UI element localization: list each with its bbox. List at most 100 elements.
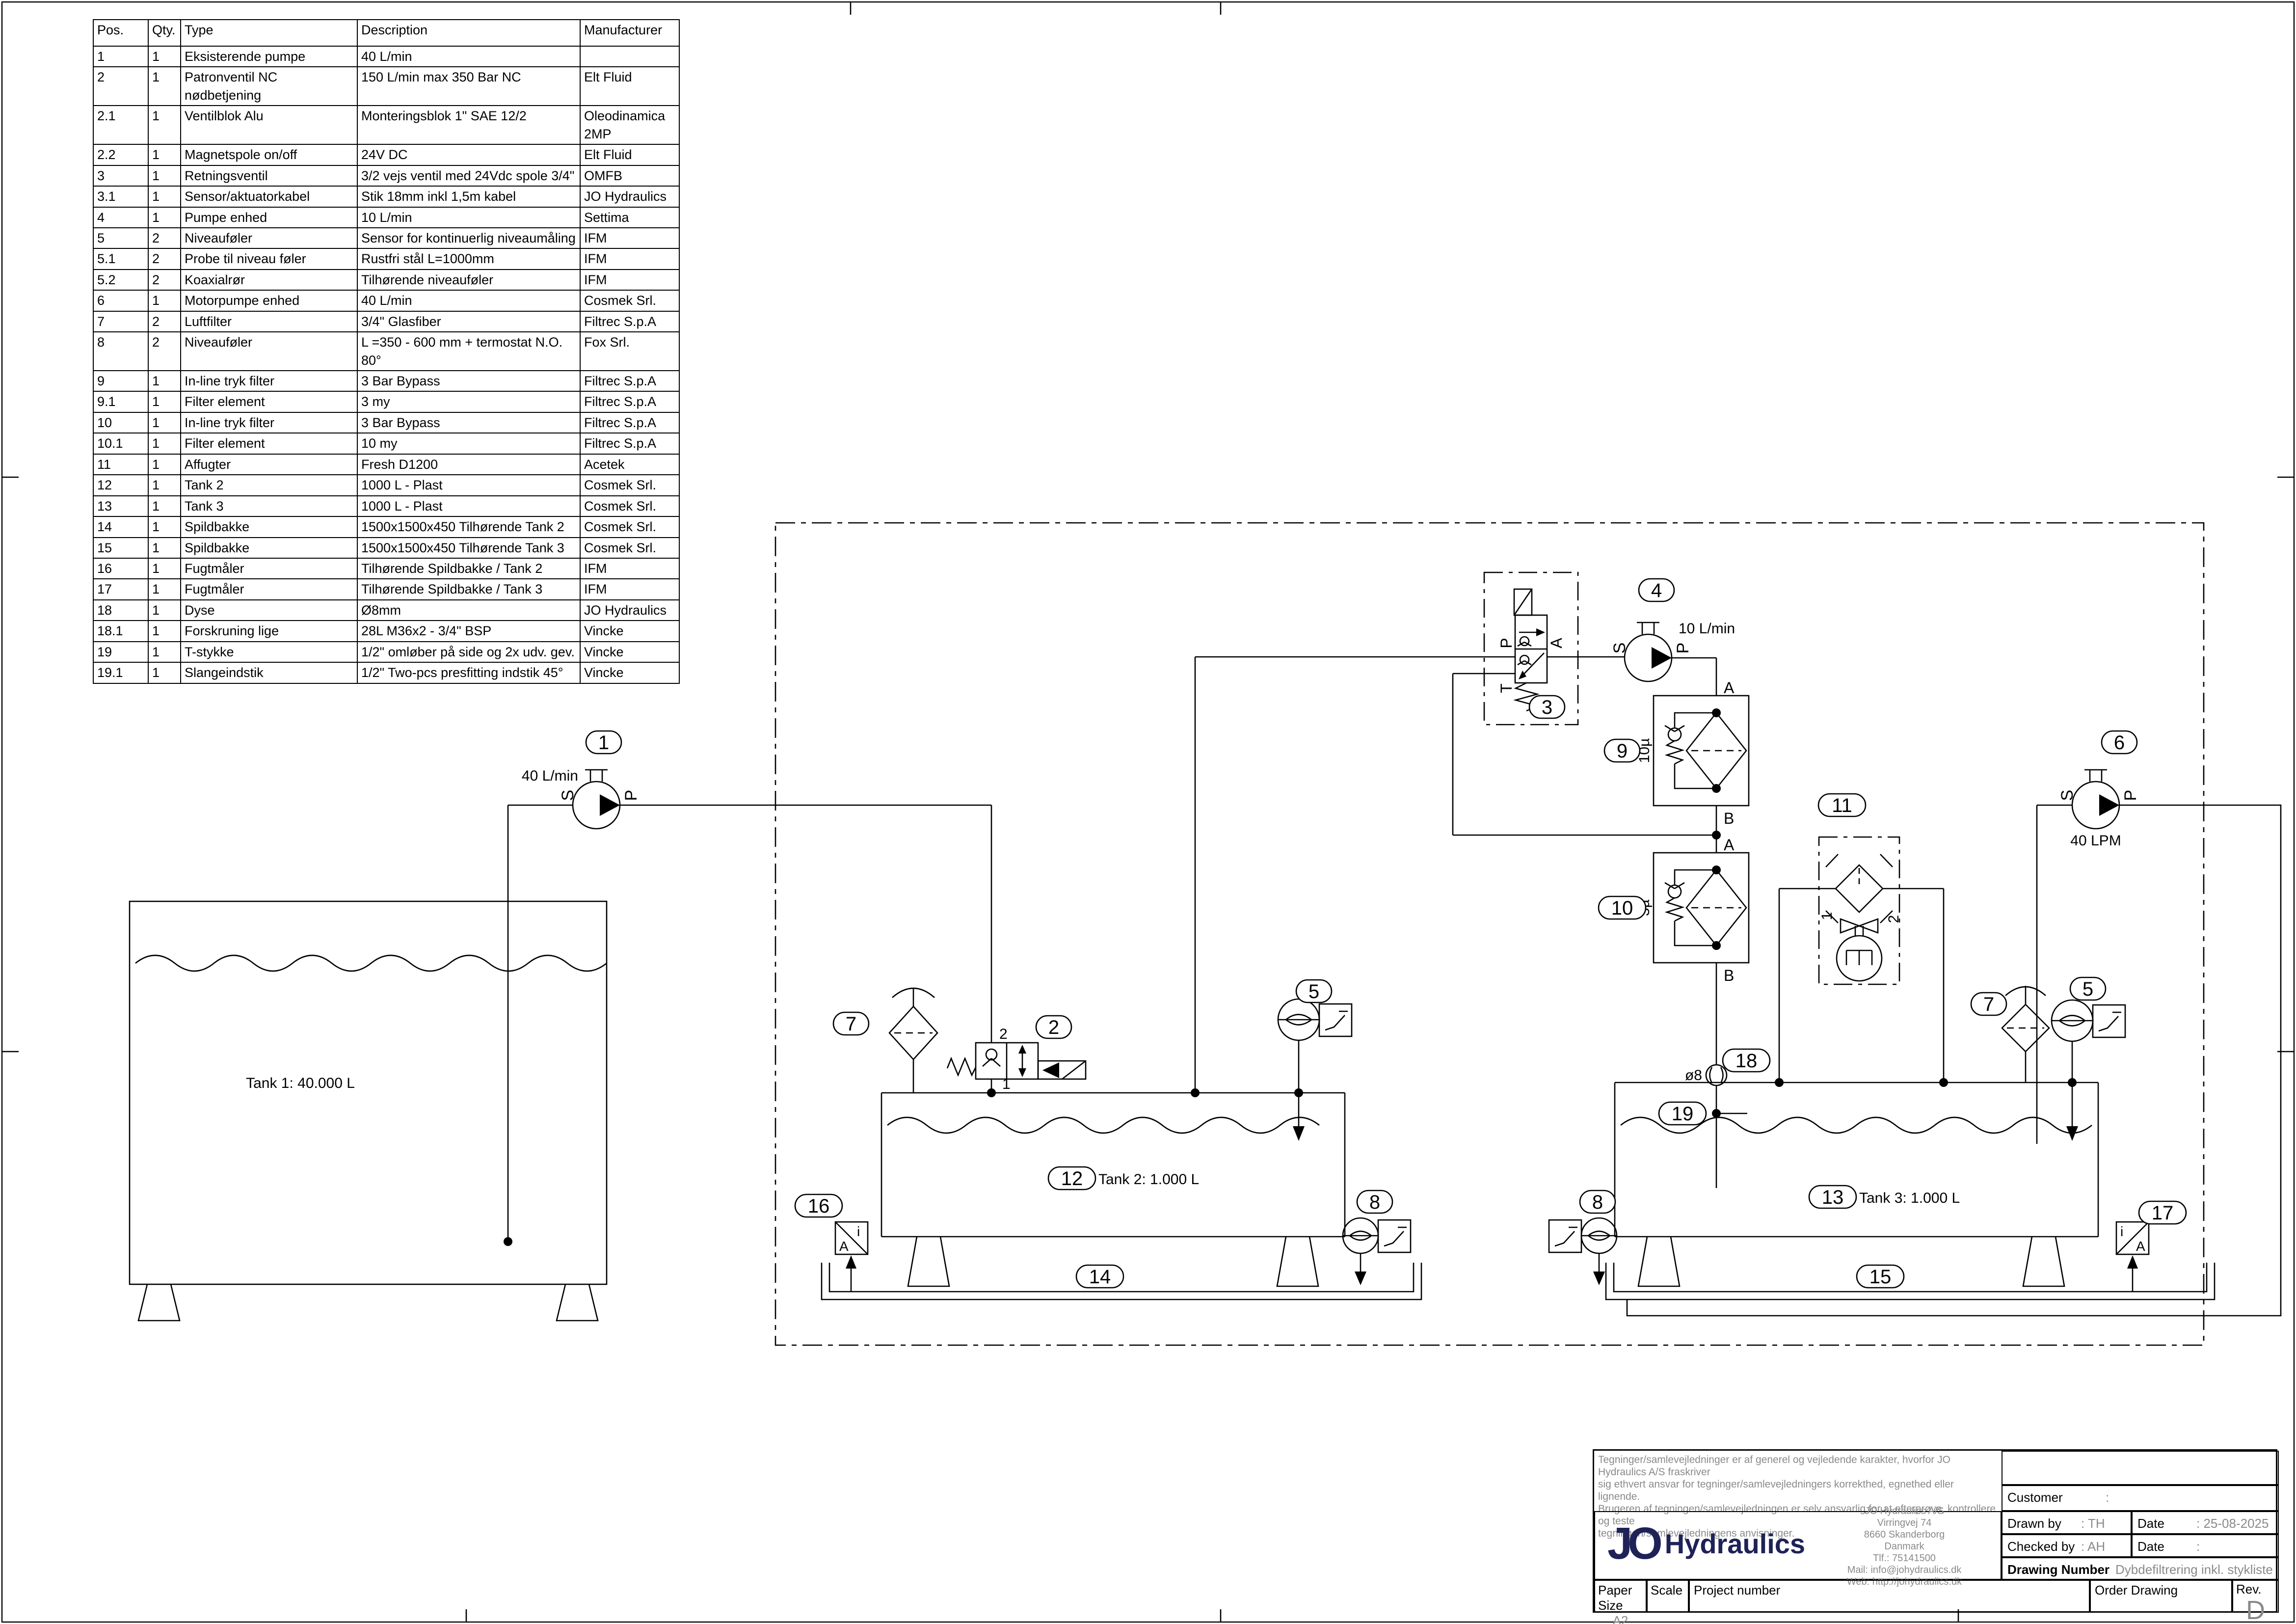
drawing-number-value: Dybdefiltrering inkl. stykliste — [2115, 1562, 2273, 1577]
table-cell: 19 — [93, 641, 149, 663]
table-cell: Oleodinamica 2MP — [580, 105, 680, 145]
drawn-by-cell: Drawn by : TH — [2002, 1511, 2132, 1534]
table-cell: Slangeindstik — [180, 662, 358, 684]
position-balloon-4: 4 — [1638, 578, 1675, 602]
table-cell: IFM — [580, 578, 680, 600]
position-balloon-5: 5 — [1295, 979, 1333, 1003]
table-cell: 150 L/min max 350 Bar NC — [357, 66, 581, 107]
table-cell: OMFB — [580, 164, 680, 187]
table-cell: Filter element — [180, 391, 358, 413]
table-cell: Magnetspole on/off — [180, 144, 358, 166]
drawn-by-value: : TH — [2081, 1516, 2105, 1531]
table-cell: Stik 18mm inkl 1,5m kabel — [357, 186, 581, 208]
table-cell: 3/2 vejs ventil med 24Vdc spole 3/4" — [357, 164, 581, 187]
svg-text:11: 11 — [1832, 795, 1852, 816]
table-cell: Cosmek Srl. — [580, 537, 680, 559]
table-cell: Koaxialrør — [180, 269, 358, 291]
table-cell: Tank 2 — [180, 474, 358, 496]
table-cell: Niveauføler — [180, 331, 358, 371]
table-cell: 2.2 — [93, 144, 149, 166]
date2-cell: Date : — [2132, 1534, 2279, 1557]
valve-3-block: P A T — [1483, 571, 1579, 726]
table-cell: 3 — [93, 164, 149, 187]
logo-jo-mark: JO — [1607, 1518, 1663, 1569]
table-cell: Spildbakke — [180, 516, 358, 538]
table-cell: Acetek — [580, 453, 680, 476]
svg-text:19: 19 — [1672, 1103, 1694, 1125]
table-cell: 3.1 — [93, 186, 149, 208]
moisture-sensor-17: i A — [2115, 1221, 2150, 1292]
revision-value: D — [2246, 1596, 2265, 1624]
nozzle-size-label: ø8 — [1685, 1067, 1702, 1083]
revision-label: Rev. — [2236, 1582, 2262, 1597]
table-cell: 1 — [148, 537, 181, 559]
table-cell: 1 — [93, 45, 149, 68]
table-cell: 24V DC — [357, 144, 581, 166]
table-cell: 8 — [93, 331, 149, 371]
table-cell: 1 — [148, 599, 181, 622]
disclaimer-text: Tegninger/samlevejledninger er af genere… — [1598, 1454, 1996, 1539]
position-balloon-13: 13 — [1808, 1185, 1857, 1209]
drawn-by-label: Drawn by — [2007, 1516, 2061, 1531]
table-cell: Cosmek Srl. — [580, 516, 680, 538]
table-cell: Fugtmåler — [180, 557, 358, 580]
table-cell: JO Hydraulics — [580, 186, 680, 208]
pump4-port-s: S — [1610, 643, 1629, 654]
table-cell: 18 — [93, 599, 149, 622]
table-cell: 1 — [148, 557, 181, 580]
svg-text:15: 15 — [1869, 1266, 1892, 1288]
svg-text:13: 13 — [1822, 1187, 1844, 1208]
table-cell: Tilhørende Spildbakke / Tank 2 — [357, 557, 581, 580]
table-cell: Affugter — [180, 453, 358, 476]
table-cell: Tilhørende niveauføler — [357, 269, 581, 291]
filter10-port-b: B — [1724, 967, 1734, 984]
svg-text:2: 2 — [1048, 1017, 1059, 1038]
spill-tray-14 — [821, 1263, 1422, 1300]
table-cell: 13 — [93, 495, 149, 517]
company-logo: JO Hydraulics — [1607, 1521, 1805, 1566]
table-cell: Elt Fluid — [580, 144, 680, 166]
paper-size-label: Paper Size — [1598, 1583, 1632, 1613]
logo-wordmark: Hydraulics — [1664, 1528, 1806, 1559]
table-cell: Filtrec S.p.A — [580, 433, 680, 455]
checked-by-value: : AH — [2081, 1539, 2106, 1554]
table-cell: Probe til niveau føler — [180, 248, 358, 270]
valve-2-cartridge: 2 1 — [946, 1026, 1087, 1097]
table-cell: 40 L/min — [357, 45, 581, 68]
table-cell: 9 — [93, 370, 149, 392]
table-cell: 1 — [148, 516, 181, 538]
table-cell: 1 — [148, 66, 181, 107]
table-cell: 1 — [148, 391, 181, 413]
position-balloon-19: 19 — [1658, 1101, 1707, 1126]
paper-size-value: A2 — [1612, 1613, 1629, 1624]
table-cell: Filtrec S.p.A — [580, 370, 680, 392]
pump1-port-s: S — [559, 790, 577, 801]
pump1-flow-label: 40 L/min — [522, 768, 578, 784]
position-balloon-8: 8 — [1356, 1190, 1393, 1214]
table-cell: IFM — [580, 248, 680, 270]
table-cell: Cosmek Srl. — [580, 290, 680, 312]
position-balloon-8: 8 — [1579, 1190, 1616, 1214]
position-balloon-7: 7 — [832, 1011, 870, 1036]
filter9-port-b: B — [1724, 810, 1734, 827]
paper-size-cell: Paper Size A2 — [1594, 1580, 1647, 1624]
level-sensor-5-tank3 — [2051, 999, 2126, 1141]
table-cell: Vincke — [580, 641, 680, 663]
table-cell: 3 Bar Bypass — [357, 411, 581, 434]
checked-by-label: Checked by — [2007, 1539, 2075, 1554]
